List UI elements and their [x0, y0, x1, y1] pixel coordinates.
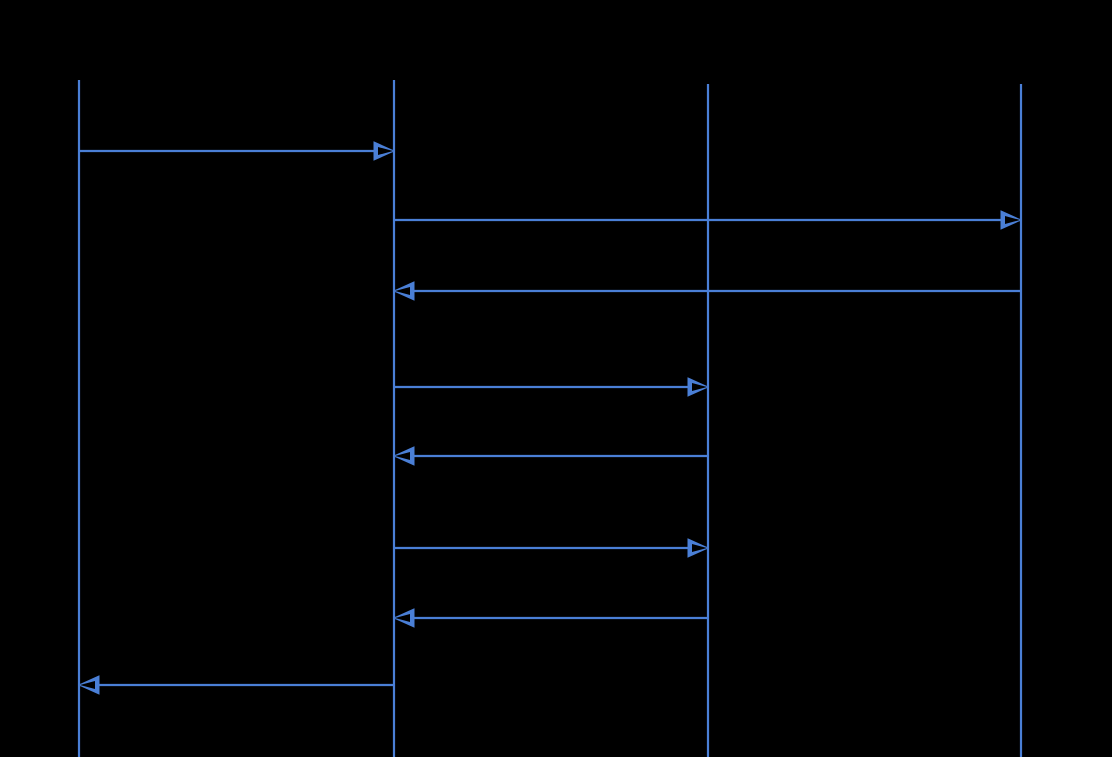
message-arrowhead-notch-5 [395, 452, 410, 460]
message-arrowhead-notch-4 [692, 383, 707, 391]
message-arrowhead-notch-8 [80, 681, 95, 689]
message-arrowhead-notch-7 [395, 614, 410, 622]
message-arrowhead-notch-3 [395, 287, 410, 295]
message-arrowhead-notch-2 [1005, 216, 1020, 224]
messages-group [77, 141, 1023, 695]
message-arrowhead-notch-1 [378, 147, 393, 155]
message-arrowhead-notch-6 [692, 544, 707, 552]
lifelines-group [77, 80, 1023, 757]
